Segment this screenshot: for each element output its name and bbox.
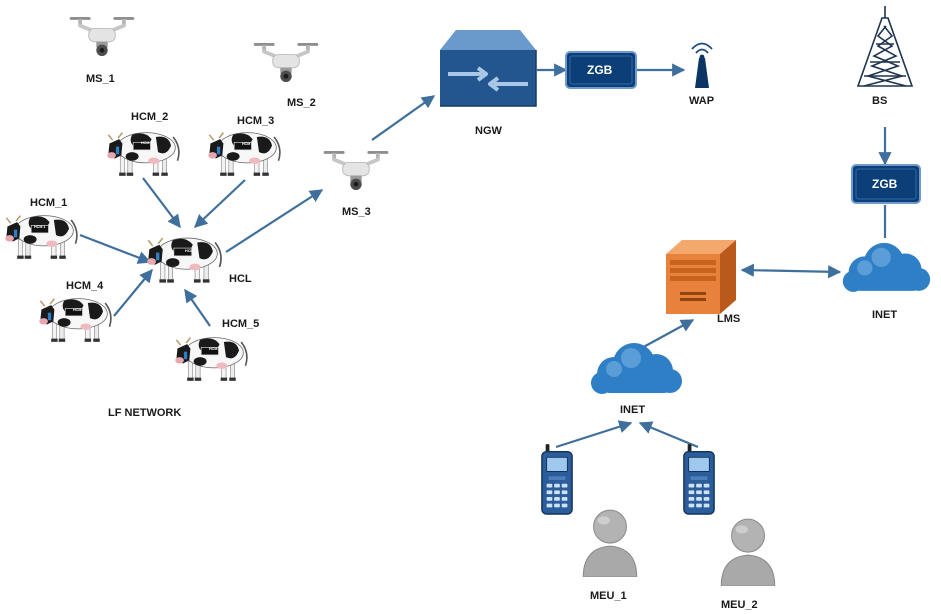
label-zgb-top: ZGB [587,63,613,77]
edge-meu2-inet [638,421,699,449]
drone-icon [251,41,321,84]
cow-hcl: HCL HCL [146,237,252,285]
drone-ms3: MS_3 [321,149,391,218]
person-icon [720,518,776,586]
user-meu2: MEU_2 [683,443,776,611]
cow-tag-hcm4: HCM 4 [73,308,85,312]
cow-icon [174,336,248,382]
label-ms3: MS_3 [342,206,371,218]
cow-hcm2: HCM_2 HCM 2 [106,111,180,177]
cow-tag-hcm1: HCM 1 [34,225,45,229]
cow-tag-hcl: HCL [185,249,193,253]
label-zgb-right: ZGB [872,177,898,191]
cow-hcm5: HCM_5 HCM 5 [174,318,259,382]
cow-tag-hcm3: HCM 3 [242,142,253,146]
cloud-inet-right: INET [842,242,931,321]
label-meu1: MEU_1 [590,590,627,602]
label-lms: LMS [717,313,740,325]
cow-hcm3: HCM_3 HCM 3 [207,115,281,177]
cow-icon [146,237,222,284]
label-meu2: MEU_2 [721,599,758,611]
antenna-icon [691,42,713,88]
zgb-box [565,51,637,89]
edges [79,63,892,449]
edge-hcl-ms3 [225,189,324,253]
zgb-top: ZGB [565,51,637,89]
edge-hcm2-hcl [142,177,181,229]
drone-ms1: MS_1 [67,15,137,85]
person-icon [582,509,638,577]
label-hcm2: HCM_2 [131,111,168,123]
edge-meu1-inet [555,420,633,449]
edge-hcm3-hcl [194,179,246,228]
access-point-wap: WAP [689,42,714,107]
label-inet-bottom: INET [620,404,645,416]
drone-icon [321,149,391,192]
zgb-box [851,164,921,204]
label-hcm5: HCM_5 [222,318,259,330]
user-meu1: MEU_1 [541,443,638,602]
label-hcm1: HCM_1 [30,197,67,209]
drone-ms2: MS_2 [251,41,321,109]
label-ms1: MS_1 [86,73,115,85]
cow-tag-hcm5: HCM 5 [209,347,220,351]
base-station-bs: BS [856,6,914,107]
edge-lms-inet [740,263,842,279]
cloud-icon [842,242,931,292]
phone-icon [541,443,573,515]
cloud-inet-bottom: INET [591,343,682,416]
gateway-ngw: NGW [440,30,537,137]
cow-icon [38,297,112,343]
cow-hcm1: HCM_1 HCM 1 [4,197,78,260]
network-label: LF NETWORK [108,407,181,419]
label-hcm3: HCM_3 [237,115,274,127]
cow-icon [106,131,180,177]
cow-icon [207,131,281,177]
label-ms2: MS_2 [287,97,316,109]
drone-icon [67,15,137,58]
cow-hcm4: HCM_4 HCM 4 [38,280,112,343]
label-hcl: HCL [229,273,252,285]
tower-icon [856,6,914,87]
label-hcm4: HCM_4 [66,280,104,292]
zgb-right: ZGB [851,164,921,204]
label-bs: BS [872,95,887,107]
edge-hcm4-hcl [113,268,153,317]
cow-tag-hcm2: HCM 2 [141,141,152,145]
gateway-icon [440,30,537,107]
label-wap: WAP [689,95,714,107]
edge-inet-lms [637,319,695,351]
label-ngw: NGW [475,125,503,137]
edge-hcm5-hcl [184,288,211,327]
edge-hcm1-hcl [79,233,152,264]
edge-ms3-ngw [371,95,436,141]
phone-icon [683,443,715,515]
cloud-icon [591,343,682,394]
server-lms: LMS [666,240,740,325]
label-inet-right: INET [872,309,897,321]
server-icon [666,240,736,314]
cow-icon [4,214,78,260]
